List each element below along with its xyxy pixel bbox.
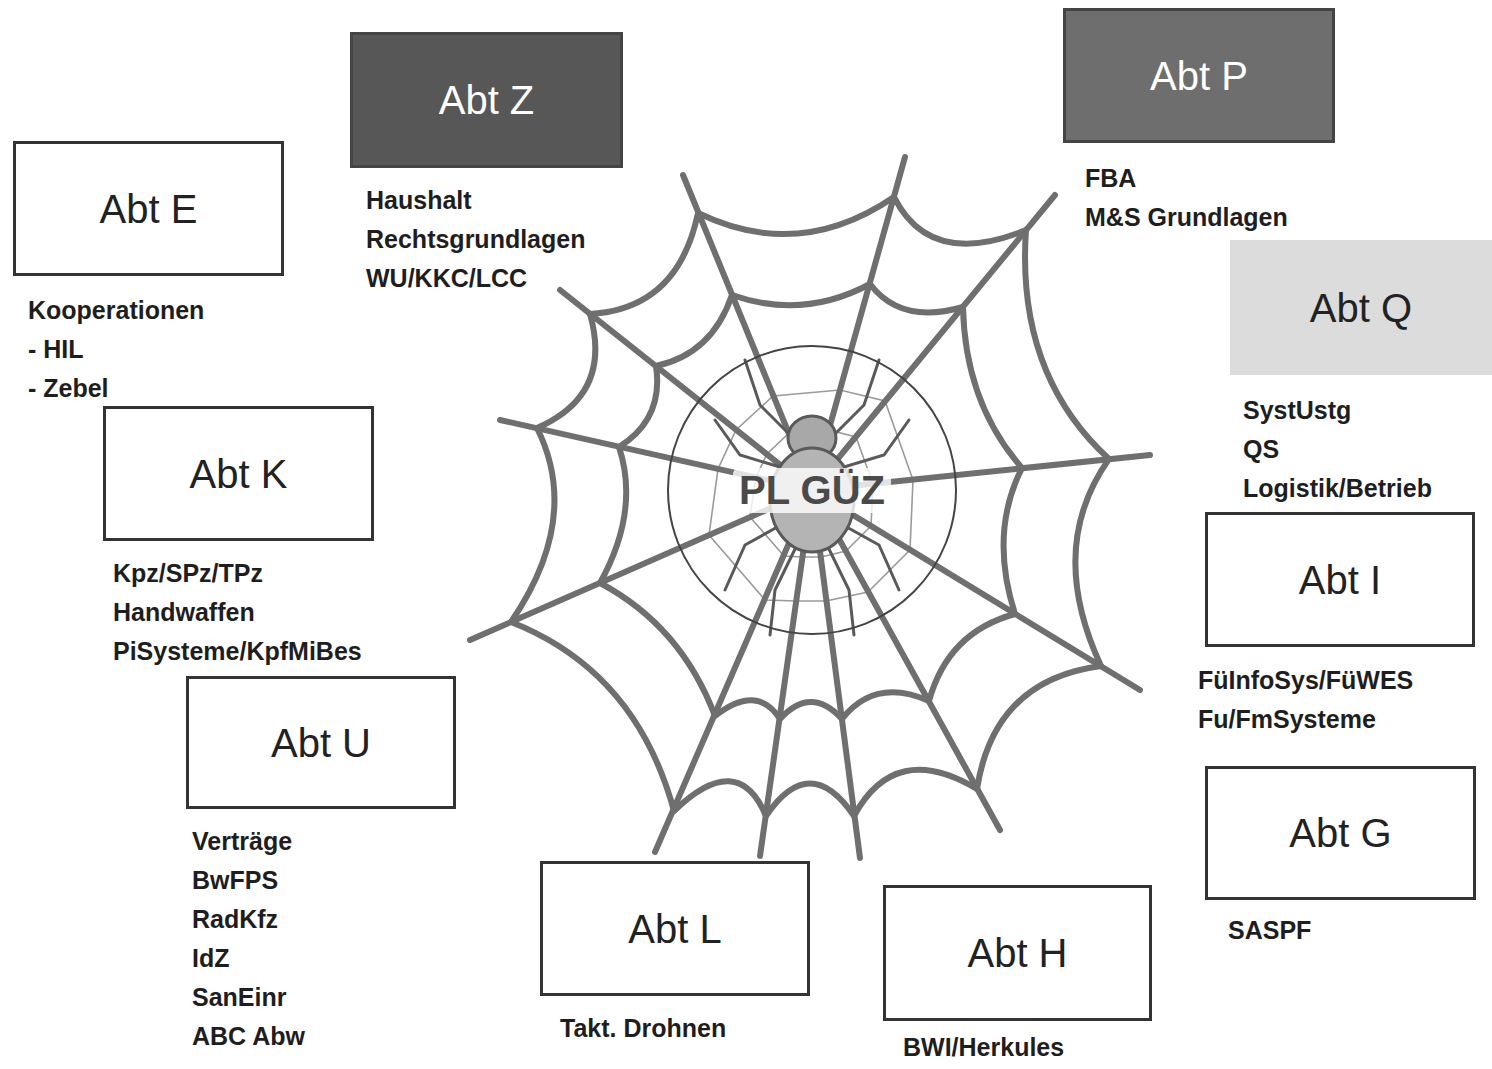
- abt-box: Abt PFBAM&S Grundlagen: [1063, 8, 1335, 143]
- topic-item: Kpz/SPz/TPz: [113, 554, 362, 593]
- topic-item: Haushalt: [366, 181, 585, 220]
- topic-item: PiSysteme/KpfMiBes: [113, 632, 362, 671]
- topic-item: Takt. Drohnen: [560, 1009, 726, 1048]
- department-name: Abt G: [1289, 810, 1391, 856]
- topic-list: Kooperationen- HIL- Zebel: [28, 291, 204, 408]
- topic-list: SystUstgQSLogistik/Betrieb: [1243, 391, 1432, 508]
- department-name: Abt Z: [439, 77, 535, 123]
- topic-item: Kooperationen: [28, 291, 204, 330]
- topic-item: Fu/FmSysteme: [1198, 700, 1413, 739]
- department-name: Abt H: [967, 930, 1067, 976]
- topic-item: BwFPS: [192, 861, 305, 900]
- topic-item: Logistik/Betrieb: [1243, 469, 1432, 508]
- abt-box: Abt ZHaushaltRechtsgrundlagenWU/KKC/LCC: [350, 32, 623, 168]
- center-label: PL GÜZ: [733, 468, 891, 513]
- abt-box: Abt QSystUstgQSLogistik/Betrieb: [1230, 240, 1492, 375]
- topic-item: FBA: [1085, 159, 1288, 198]
- topic-item: BWI/Herkules: [903, 1028, 1064, 1067]
- topic-item: FüInfoSys/FüWES: [1198, 661, 1413, 700]
- department-name: Abt P: [1150, 53, 1248, 99]
- abt-box: Abt UVerträgeBwFPSRadKfzIdZSanEinrABC Ab…: [186, 676, 456, 809]
- topic-item: - Zebel: [28, 369, 204, 408]
- department-name: Abt U: [271, 720, 371, 766]
- topic-list: Kpz/SPz/TPzHandwaffenPiSysteme/KpfMiBes: [113, 554, 362, 671]
- department-name: Abt K: [190, 451, 288, 497]
- department-name: Abt I: [1299, 557, 1381, 603]
- abt-box: Abt LTakt. Drohnen: [540, 861, 810, 996]
- topic-item: SystUstg: [1243, 391, 1432, 430]
- topic-item: SanEinr: [192, 978, 305, 1017]
- topic-list: FüInfoSys/FüWESFu/FmSysteme: [1198, 661, 1413, 739]
- topic-item: RadKfz: [192, 900, 305, 939]
- topic-item: IdZ: [192, 939, 305, 978]
- abt-box: Abt KKpz/SPz/TPzHandwaffenPiSysteme/KpfM…: [103, 406, 374, 541]
- topic-item: - HIL: [28, 330, 204, 369]
- topic-item: QS: [1243, 430, 1432, 469]
- department-name: Abt L: [628, 906, 721, 952]
- topic-item: Rechtsgrundlagen: [366, 220, 585, 259]
- topic-item: M&S Grundlagen: [1085, 198, 1288, 237]
- topic-list: HaushaltRechtsgrundlagenWU/KKC/LCC: [366, 181, 585, 298]
- topic-item: ABC Abw: [192, 1017, 305, 1056]
- topic-list: FBAM&S Grundlagen: [1085, 159, 1288, 237]
- center-circle: PL GÜZ: [667, 345, 957, 635]
- web-inner: [709, 390, 913, 601]
- abt-box: Abt GSASPF: [1205, 766, 1476, 900]
- abt-box: Abt IFüInfoSys/FüWESFu/FmSysteme: [1205, 512, 1475, 647]
- topic-item: WU/KKC/LCC: [366, 259, 585, 298]
- topic-item: Verträge: [192, 822, 305, 861]
- topic-list: SASPF: [1228, 911, 1311, 950]
- topic-item: SASPF: [1228, 911, 1311, 950]
- spider: [715, 360, 909, 635]
- web-rings: [511, 197, 1109, 816]
- department-name: Abt E: [100, 186, 198, 232]
- topic-list: VerträgeBwFPSRadKfzIdZSanEinrABC Abw: [192, 822, 305, 1056]
- topic-item: Handwaffen: [113, 593, 362, 632]
- topic-list: BWI/Herkules: [903, 1028, 1064, 1067]
- department-name: Abt Q: [1310, 285, 1412, 331]
- abt-box: Abt HBWI/Herkules: [883, 885, 1152, 1021]
- topic-list: Takt. Drohnen: [560, 1009, 726, 1048]
- abt-box: Abt EKooperationen- HIL- Zebel: [13, 141, 284, 276]
- web-spokes: [470, 157, 1150, 858]
